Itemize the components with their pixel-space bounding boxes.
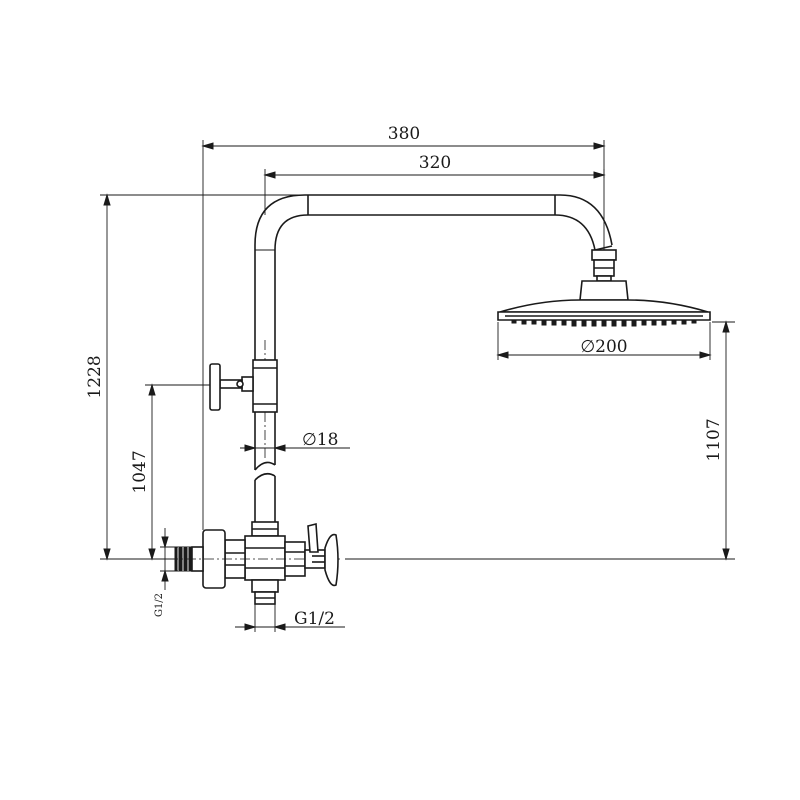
dimension-1228-label: 1228 (85, 355, 105, 398)
dimension-pipe-diameter-label: ∅18 (302, 430, 338, 450)
dimension-380-label: 380 (388, 124, 420, 144)
diverter-handle (304, 522, 339, 587)
dimension-320-label: 320 (419, 153, 451, 173)
dimension-1047: 1047 (130, 383, 250, 561)
dimension-1047-label: 1047 (130, 450, 150, 493)
dimension-380: 380 (201, 124, 606, 530)
mixer-valve (168, 521, 340, 605)
dimension-1228: 1228 (85, 193, 300, 561)
dimension-head-diameter-label: ∅200 (580, 337, 627, 357)
dimension-1107-label: 1107 (704, 418, 724, 461)
shower-arm (254, 194, 613, 360)
shower-head-connector (591, 249, 617, 282)
wall-bracket (209, 359, 278, 413)
dimension-pipe-diameter: ∅18 (240, 430, 350, 452)
dimension-inlet-thread: G1/2 (154, 528, 178, 617)
dimension-320: 320 (263, 153, 606, 215)
shower-head (497, 280, 711, 327)
shower-head-nozzles (511, 319, 697, 327)
dimension-outlet-thread-label: G1/2 (294, 609, 335, 629)
dimension-outlet-thread: G1/2 (235, 604, 345, 632)
dimension-head-diameter: ∅200 (496, 322, 712, 360)
dimension-1107: 1107 (345, 320, 735, 561)
dimension-inlet-thread-label: G1/2 (154, 593, 165, 617)
